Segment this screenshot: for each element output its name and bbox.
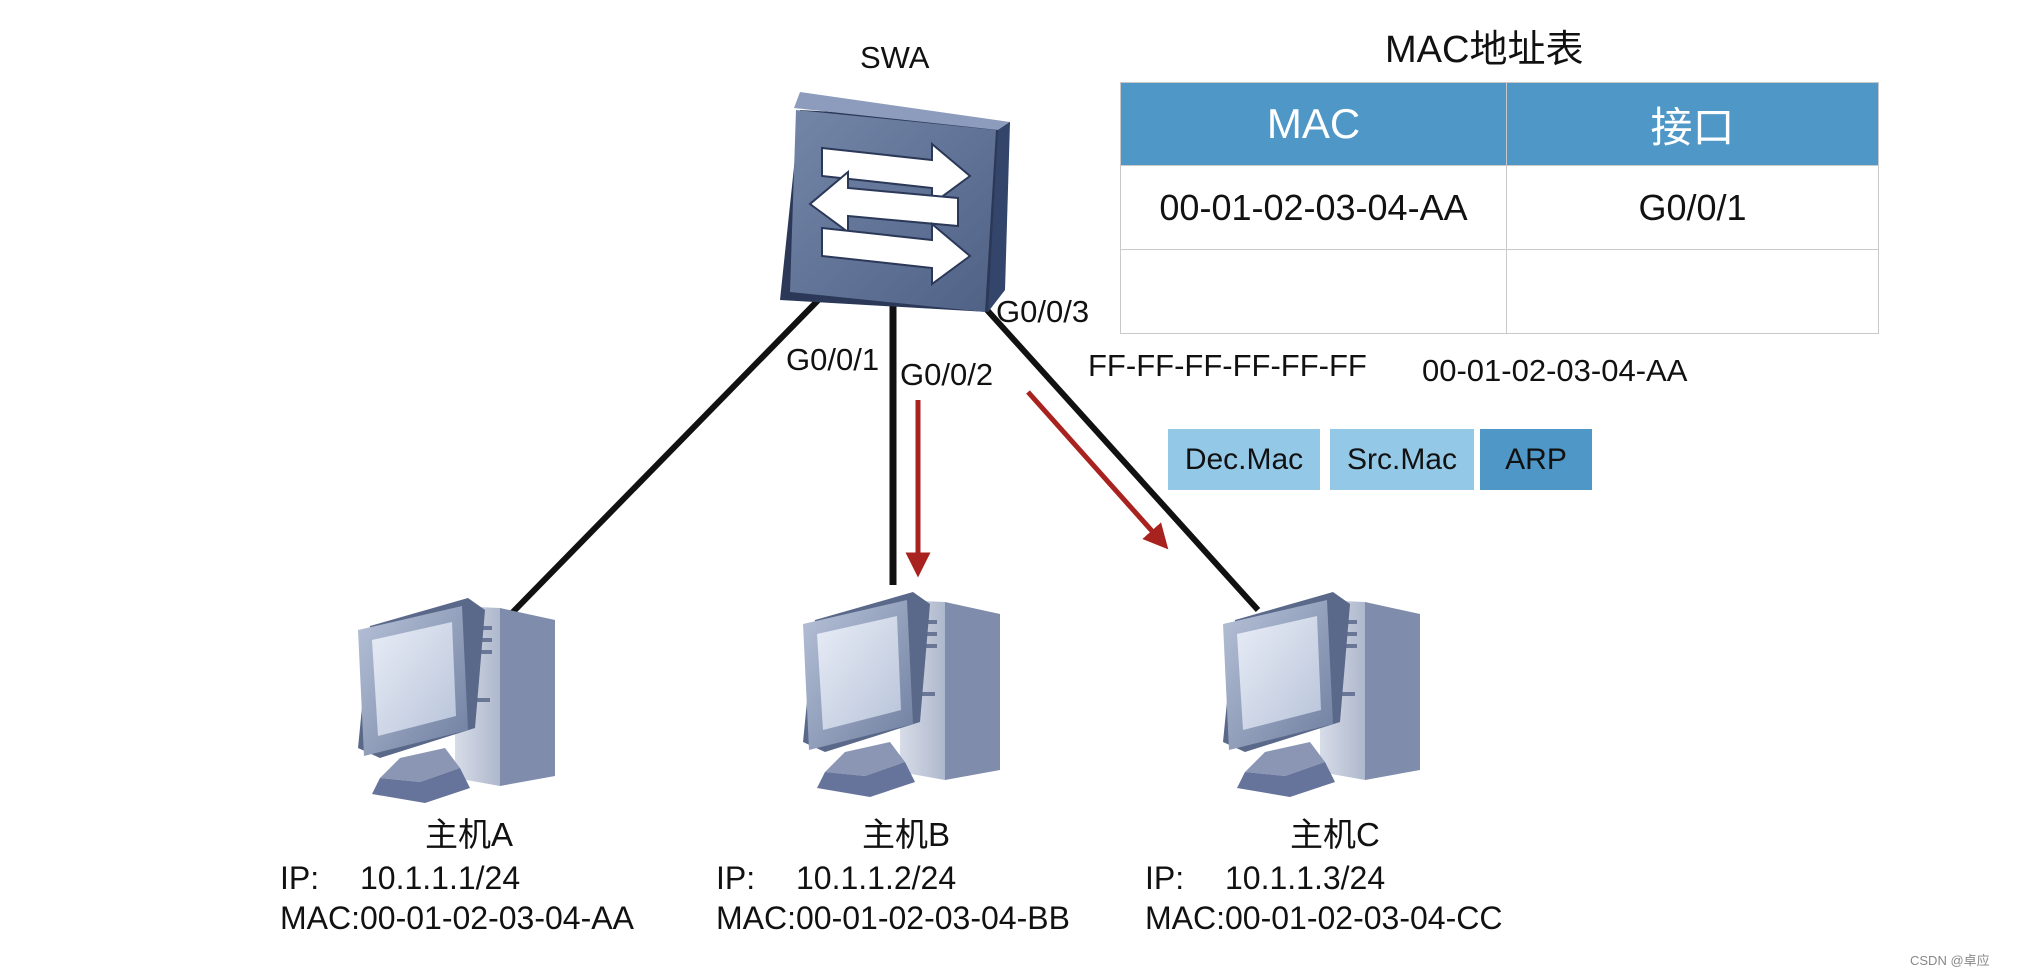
frame-field-arp: ARP <box>1480 429 1592 490</box>
table-cell-interface <box>1506 249 1879 334</box>
table-row: 00-01-02-03-04-AA G0/0/1 <box>1120 165 1879 250</box>
host-b-mac-label: MAC: <box>716 900 796 936</box>
column-header-mac: MAC <box>1120 82 1507 166</box>
link-swa-host-a <box>507 282 836 618</box>
host-a-ip-label: IP: <box>280 860 320 896</box>
table-row <box>1120 249 1879 334</box>
port-label-g0-0-1: G0/0/1 <box>786 342 880 377</box>
host-c-mac: 00-01-02-03-04-CC <box>1225 900 1503 936</box>
host-b-name: 主机B <box>862 816 951 853</box>
host-a-name: 主机A <box>425 816 514 853</box>
watermark: CSDN @卓应 <box>1910 953 1990 968</box>
host-b-info: IP: 10.1.1.2/24 MAC:00-01-02-03-04-BB <box>716 858 1070 938</box>
port-label-g0-0-3: G0/0/3 <box>996 294 1090 329</box>
host-a-computer-icon <box>358 598 555 803</box>
table-cell-mac <box>1120 249 1507 334</box>
host-b-ip: 10.1.1.2/24 <box>796 860 957 896</box>
host-b-computer-icon <box>803 592 1000 797</box>
host-a-mac: 00-01-02-03-04-AA <box>360 900 634 936</box>
table-cell-interface: G0/0/1 <box>1506 165 1879 250</box>
host-c-computer-icon <box>1223 592 1420 797</box>
link-swa-host-c <box>975 297 1261 613</box>
host-c-ip-label: IP: <box>1145 860 1185 896</box>
frame-dest-mac-value: FF-FF-FF-FF-FF-FF <box>1088 348 1367 383</box>
host-b-ip-label: IP: <box>716 860 756 896</box>
host-a-ip: 10.1.1.1/24 <box>360 860 521 896</box>
host-a-mac-label: MAC: <box>280 900 360 936</box>
host-c-mac-label: MAC: <box>1145 900 1225 936</box>
table-header-row: MAC 接口 <box>1120 82 1879 166</box>
host-c-ip: 10.1.1.3/24 <box>1225 860 1386 896</box>
host-a-info: IP: 10.1.1.1/24 MAC:00-01-02-03-04-AA <box>280 858 634 938</box>
host-c-name: 主机C <box>1290 816 1380 853</box>
switch-name: SWA <box>860 40 930 75</box>
mac-address-table: MAC 接口 00-01-02-03-04-AA G0/0/1 <box>1120 82 1879 334</box>
host-b-mac: 00-01-02-03-04-BB <box>796 900 1070 936</box>
table-cell-mac: 00-01-02-03-04-AA <box>1120 165 1507 250</box>
frame-src-mac-value: 00-01-02-03-04-AA <box>1422 353 1688 388</box>
port-label-g0-0-2: G0/0/2 <box>900 357 994 392</box>
host-c-info: IP: 10.1.1.3/24 MAC:00-01-02-03-04-CC <box>1145 858 1502 938</box>
switch-icon <box>780 92 1010 312</box>
flood-arrow-to-c <box>1026 390 1169 550</box>
frame-field-dest-mac: Dec.Mac <box>1168 429 1320 490</box>
mac-table-title: MAC地址表 <box>1385 29 1584 71</box>
column-header-interface: 接口 <box>1506 82 1879 166</box>
frame-field-src-mac: Src.Mac <box>1330 429 1474 490</box>
